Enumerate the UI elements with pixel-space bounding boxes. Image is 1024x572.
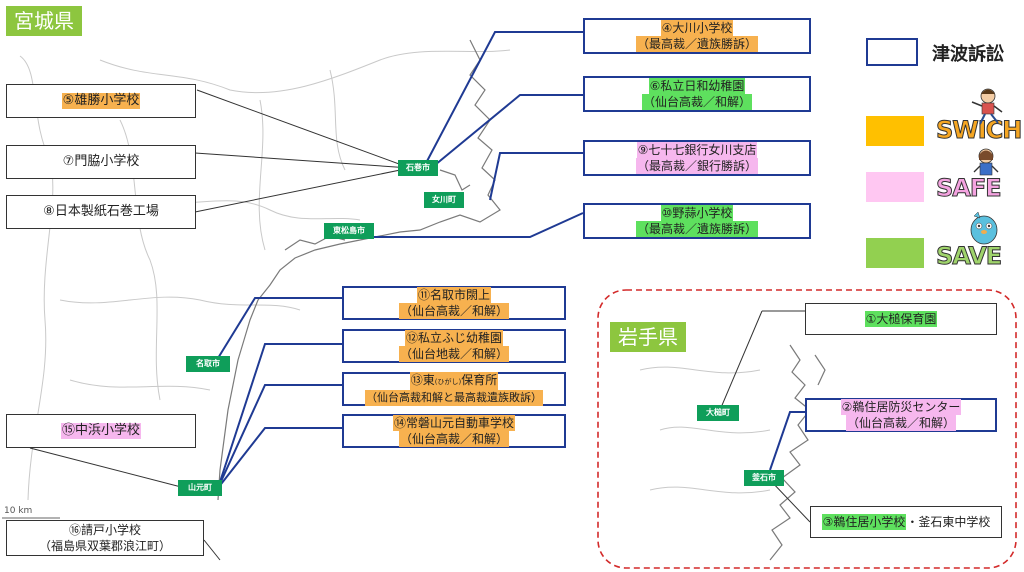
site-box-fuji: ⑫私立ふじ幼稚園 （仙台地裁／和解） [342, 329, 566, 363]
site-box-77bank: ⑨七十七銀行女川支店 （最高裁／銀行勝訴） [583, 140, 811, 176]
site-name-tokiwa: ⑭常磐山元自動車学校 [392, 415, 515, 431]
scale-label: 10 km [4, 506, 33, 516]
site-box-higashi-hoikusho: ⑬東(ひがし)保育所 （仙台高裁和解と最高裁遺族敗訴） [342, 372, 566, 406]
miyagi-prefecture-label: 宮城県 [6, 6, 82, 36]
site-box-otsuchi-hoikuen: ①大槌保育園 [805, 303, 997, 335]
site-name-yuriage: ⑪名取市閖上 [416, 287, 491, 303]
site-box-unosumai-center: ②鵜住居防災センター （仙台高裁／和解） [805, 398, 997, 432]
running-boy-icon [971, 88, 1003, 125]
city-onagawa: 女川町 [424, 192, 464, 208]
legend-switch-word: SWICH [935, 116, 1022, 145]
site-name-kadonowaki: ⑦門脇小学校 [62, 154, 140, 169]
site-suffix-kamaishi-higashi: ・釜石東中学校 [906, 515, 991, 529]
site-box-ogatsu: ⑤雄勝小学校 [6, 84, 196, 118]
site-box-unosumai-school: ③鵜住居小学校・釜石東中学校 [810, 506, 1002, 538]
site-box-nakahama: ⑮中浜小学校 [6, 414, 196, 448]
legend-switch-swatch [866, 116, 924, 146]
site-name-higashi-hoikusho: ⑬東(ひがし)保育所 [409, 372, 499, 390]
site-box-nippon-paper: ⑧日本製紙石巻工場 [6, 195, 196, 229]
site-detail-ukedo: （福島県双葉郡浪江町） [38, 539, 171, 553]
site-name-ukedo: ⑯請戸小学校 [68, 523, 141, 537]
legend-lawsuit-line-sample [866, 38, 918, 66]
site-box-yuriage: ⑪名取市閖上 （仙台高裁／和解） [342, 286, 566, 320]
girl-icon [973, 148, 999, 176]
site-detail-higashi-hoikusho: （仙台高裁和解と最高裁遺族敗訴） [365, 390, 543, 406]
site-detail-nobiru: （最高裁／遺族勝訴） [635, 221, 758, 237]
legend-save-swatch [866, 238, 924, 268]
legend-save-word: SAVE [935, 242, 1002, 271]
site-detail-fuji: （仙台地裁／和解） [398, 346, 509, 362]
site-box-kadonowaki: ⑦門脇小学校 [6, 145, 196, 179]
legend-lawsuit-label: 津波訴訟 [932, 44, 1004, 65]
legend-safe-swatch [866, 172, 924, 202]
city-higashimatsushima: 東松島市 [324, 223, 374, 239]
site-name-nippon-paper: ⑧日本製紙石巻工場 [43, 204, 159, 219]
site-detail-hiyori: （仙台高裁／和解） [641, 94, 752, 110]
site-detail-unosumai-center: （仙台高裁／和解） [845, 415, 956, 431]
site-name-77bank: ⑨七十七銀行女川支店 [636, 142, 758, 158]
legend-safe-word: SAFE [936, 174, 1003, 203]
site-name-unosumai-center: ②鵜住居防災センター [840, 399, 962, 415]
mascot-character-icon [970, 211, 998, 245]
site-box-tokiwa: ⑭常磐山元自動車学校 （仙台高裁／和解） [342, 414, 566, 448]
city-ishinomaki: 石巻市 [398, 160, 438, 176]
site-detail-77bank: （最高裁／銀行勝訴） [635, 158, 758, 174]
site-box-nobiru: ⑩野蒜小学校 （最高裁／遺族勝訴） [583, 203, 811, 239]
city-otsuchi: 大槌町 [697, 405, 739, 421]
site-box-okawa: ④大川小学校 （最高裁／遺族勝訴） [583, 18, 811, 54]
city-kamaishi: 釜石市 [744, 470, 784, 486]
site-name-okawa: ④大川小学校 [660, 20, 734, 36]
site-name-nobiru: ⑩野蒜小学校 [660, 205, 734, 221]
site-box-hiyori: ⑥私立日和幼稚園 （仙台高裁／和解） [583, 76, 811, 112]
site-name-otsuchi-hoikuen: ①大槌保育園 [864, 311, 938, 327]
site-detail-okawa: （最高裁／遺族勝訴） [635, 36, 758, 52]
site-detail-yuriage: （仙台高裁／和解） [398, 303, 509, 319]
site-name-hiyori: ⑥私立日和幼稚園 [648, 78, 746, 94]
iwate-prefecture-label: 岩手県 [610, 322, 686, 352]
site-detail-tokiwa: （仙台高裁／和解） [398, 431, 509, 447]
site-name-unosumai-school: ③鵜住居小学校 [821, 514, 907, 530]
site-name-ogatsu: ⑤雄勝小学校 [61, 93, 141, 109]
city-yamamoto: 山元町 [178, 480, 222, 496]
site-box-ukedo: ⑯請戸小学校 （福島県双葉郡浪江町） [6, 520, 204, 556]
site-name-fuji: ⑫私立ふじ幼稚園 [404, 330, 503, 346]
city-natori: 名取市 [186, 356, 230, 372]
site-name-nakahama: ⑮中浜小学校 [60, 423, 141, 439]
